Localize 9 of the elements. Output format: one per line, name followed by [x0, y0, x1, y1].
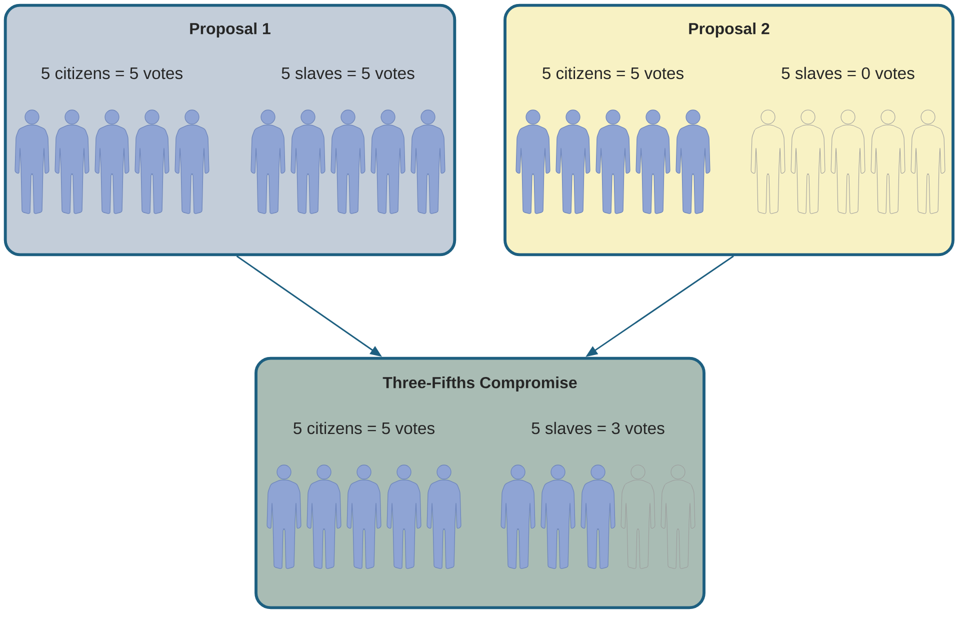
vote-label: 5 citizens = 5 votes: [294, 422, 434, 434]
vote-label: 5 slaves = 3 votes: [532, 422, 664, 434]
vote-label: 5 citizens = 5 votes: [542, 66, 684, 80]
proposal-box: Three-Fifths Compromise 5 citizens = 5 votes 5 slaves = 3 votes: [254, 356, 706, 610]
vote-label: 5 slaves = 0 votes: [782, 66, 914, 80]
vote-label: 5 citizens = 5 votes: [42, 66, 182, 80]
vote-label: 5 slaves = 5 votes: [282, 66, 414, 80]
proposal-box: Proposal 2 5 citizens = 5 votes 5 slaves = 0 votes: [504, 4, 954, 256]
proposal-box: Proposal 1 5 citizens = 5 votes 5 slaves = 5 votes: [4, 4, 456, 256]
